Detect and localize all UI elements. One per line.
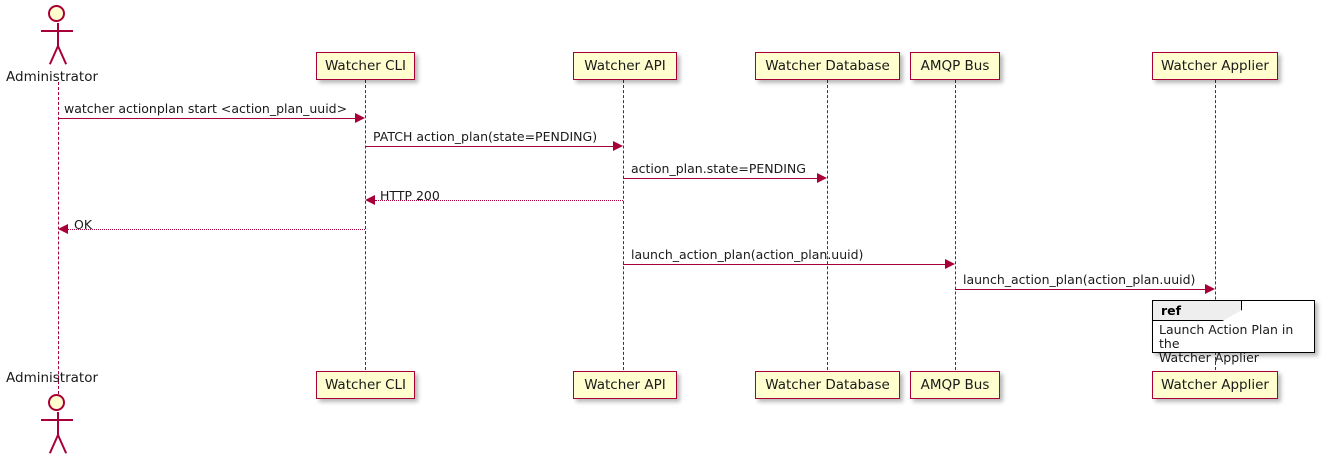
participant-label: Watcher Applier	[1161, 377, 1269, 393]
message-line-m2	[365, 146, 613, 147]
participant-watcher-cli-top[interactable]: Watcher CLI	[316, 52, 415, 80]
ref-fragment-launch-action-plan[interactable]: ref Launch Action Plan in the Watcher Ap…	[1152, 300, 1315, 365]
participant-amqp-bus-top[interactable]: AMQP Bus	[910, 52, 1000, 80]
actor-administrator-bottom	[35, 394, 81, 456]
message-line-m1	[58, 118, 355, 119]
participant-label: Watcher API	[584, 377, 666, 393]
participant-watcher-api-top[interactable]: Watcher API	[573, 52, 677, 80]
message-label-m1: watcher actionplan start <action_plan_uu…	[64, 101, 348, 116]
message-line-m7	[955, 289, 1205, 290]
ref-fragment-line-1: Launch Action Plan in the	[1159, 322, 1294, 351]
participant-watcher-applier-bottom[interactable]: Watcher Applier	[1152, 371, 1278, 399]
actor-administrator-top	[35, 5, 81, 67]
actor-body-icon	[56, 412, 59, 436]
lifeline-watcher-cli	[365, 80, 366, 370]
message-label-m5: OK	[74, 217, 93, 232]
message-label-m7: launch_action_plan(action_plan.uuid)	[963, 272, 1196, 287]
participant-label: AMQP Bus	[920, 377, 990, 393]
actor-arms-icon	[41, 30, 73, 32]
message-label-m2: PATCH action_plan(state=PENDING)	[373, 129, 598, 144]
message-label-m6: launch_action_plan(action_plan.uuid)	[631, 247, 864, 262]
message-arrowhead-m1	[355, 113, 365, 123]
message-arrowhead-m3	[817, 173, 827, 183]
message-line-m6	[623, 264, 945, 265]
actor-body-icon	[56, 23, 59, 47]
participant-label: Watcher Database	[765, 377, 890, 393]
actor-leg-right-icon	[57, 434, 68, 454]
participant-watcher-database-top[interactable]: Watcher Database	[755, 52, 900, 80]
actor-leg-right-icon	[57, 45, 68, 65]
ref-fragment-body: Launch Action Plan in the Watcher Applie…	[1159, 323, 1314, 365]
actor-head-icon	[48, 5, 65, 22]
message-arrowhead-m7	[1205, 284, 1215, 294]
message-arrowhead-m5	[58, 224, 68, 234]
actor-head-icon	[48, 394, 65, 411]
participant-watcher-cli-bottom[interactable]: Watcher CLI	[316, 371, 415, 399]
participant-label: AMQP Bus	[920, 58, 990, 74]
participant-amqp-bus-bottom[interactable]: AMQP Bus	[910, 371, 1000, 399]
actor-arms-icon	[41, 419, 73, 421]
message-arrowhead-m4	[365, 195, 375, 205]
participant-watcher-applier-top[interactable]: Watcher Applier	[1152, 52, 1278, 80]
lifeline-amqp-bus	[955, 80, 956, 370]
message-label-m4: HTTP 200	[380, 188, 440, 203]
lifeline-watcher-applier	[1215, 80, 1216, 370]
message-label-m3: action_plan.state=PENDING	[631, 161, 806, 176]
participant-label: Watcher CLI	[324, 377, 407, 393]
message-line-m4	[375, 200, 623, 201]
message-line-m3	[623, 178, 817, 179]
ref-fragment-line-2: Watcher Applier	[1159, 350, 1259, 365]
participant-label: Watcher Applier	[1161, 58, 1269, 74]
actor-label-administrator-top: Administrator	[6, 69, 99, 85]
participant-watcher-database-bottom[interactable]: Watcher Database	[755, 371, 900, 399]
participant-watcher-api-bottom[interactable]: Watcher API	[573, 371, 677, 399]
participant-label: Watcher Database	[765, 58, 890, 74]
lifeline-administrator	[58, 82, 59, 394]
ref-fragment-tab-label: ref	[1161, 303, 1182, 318]
lifeline-watcher-database	[827, 80, 828, 370]
message-arrowhead-m6	[945, 259, 955, 269]
actor-label-administrator-bottom: Administrator	[6, 370, 99, 386]
message-arrowhead-m2	[613, 141, 623, 151]
ref-fragment-tab: ref	[1153, 301, 1242, 321]
participant-label: Watcher API	[584, 58, 666, 74]
participant-label: Watcher CLI	[324, 58, 407, 74]
lifeline-watcher-api	[623, 80, 624, 370]
message-line-m5	[68, 229, 365, 230]
